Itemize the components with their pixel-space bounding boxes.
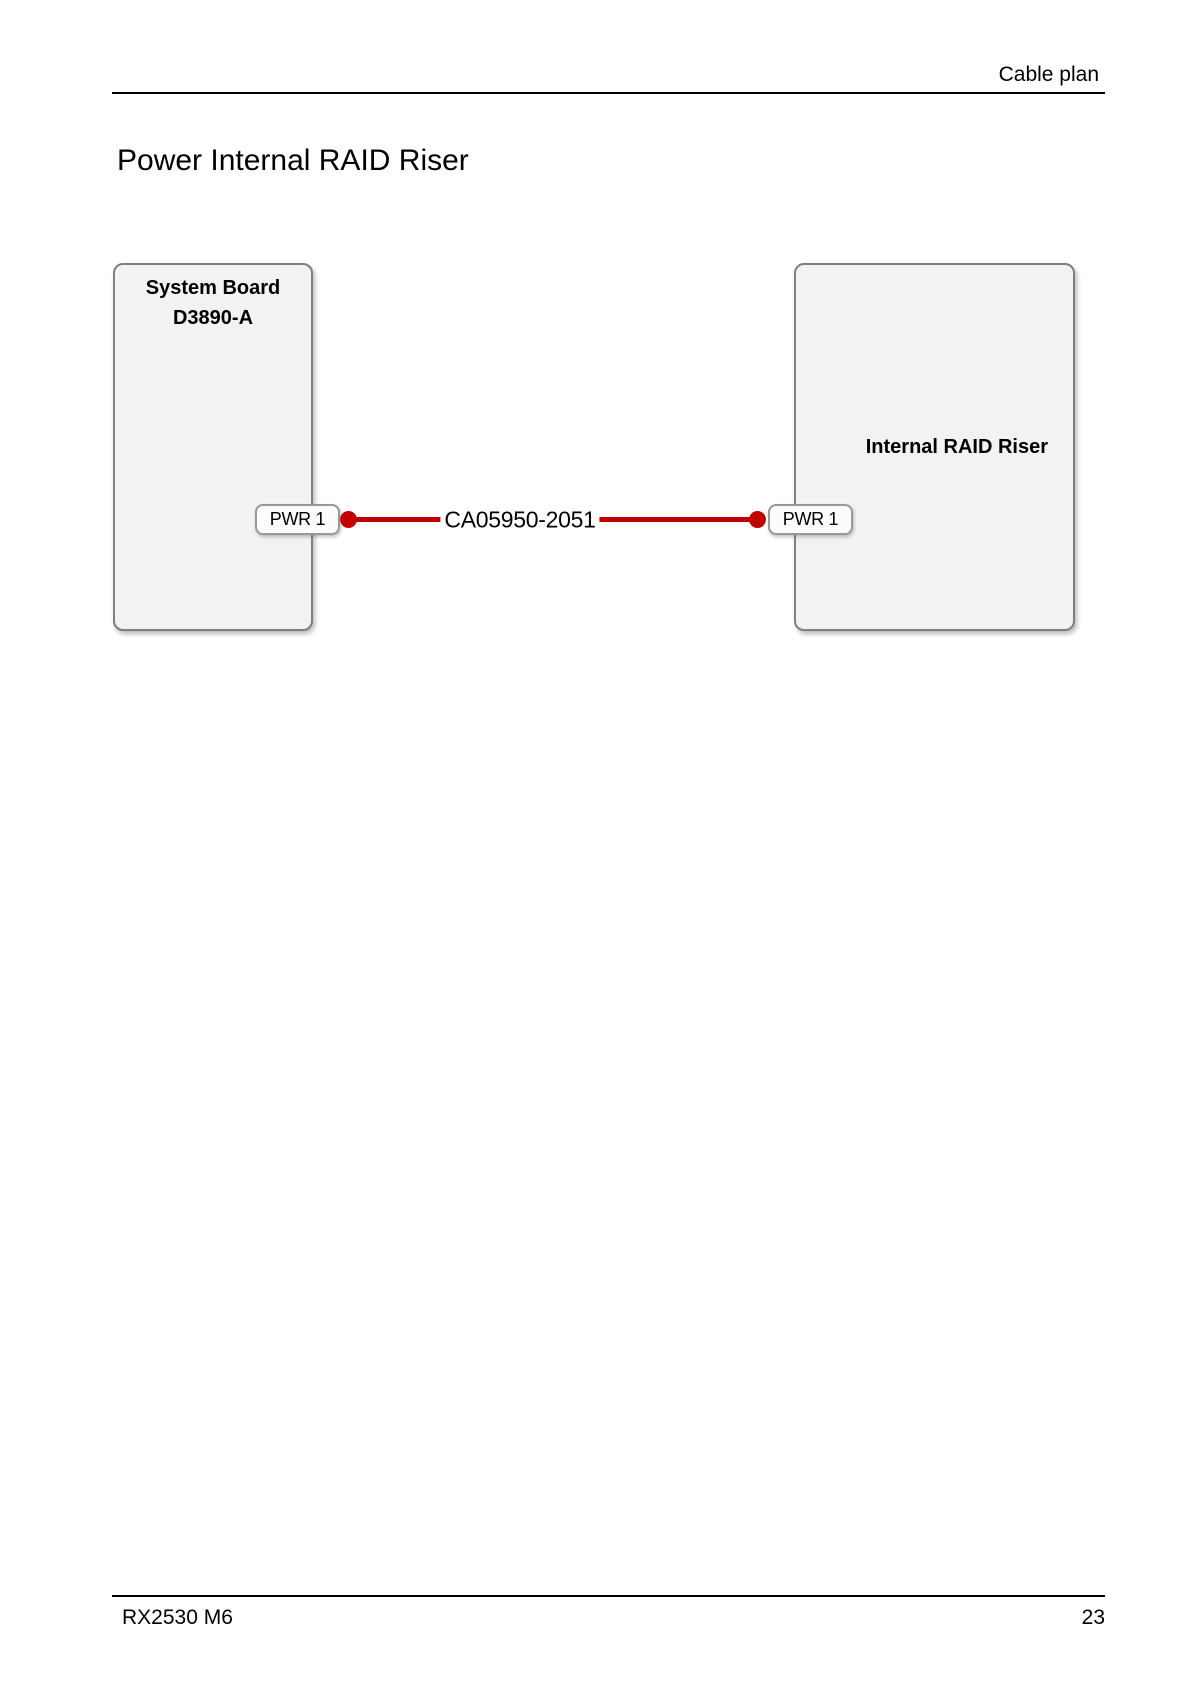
node-system-board: System Board D3890-A — [113, 263, 313, 631]
cable-endpoint-dot-right — [749, 511, 766, 528]
port-pwr1-internal-raid-riser: PWR 1 — [768, 504, 853, 535]
header-rule — [112, 92, 1105, 94]
node-system-board-title-line1: System Board — [145, 277, 281, 299]
footer-model-label: RX2530 M6 — [122, 1606, 233, 1629]
node-system-board-title: System Board D3890-A — [115, 265, 311, 333]
node-internal-raid-riser-title: Internal RAID Riser — [865, 436, 1048, 458]
header-section-label: Cable plan — [998, 63, 1099, 86]
page-title: Power Internal RAID Riser — [117, 144, 469, 177]
node-system-board-title-line2: D3890-A — [172, 307, 254, 329]
port-pwr1-system-board: PWR 1 — [255, 504, 340, 535]
cable-part-number-label: CA05950-2051 — [440, 506, 600, 534]
footer-rule — [112, 1595, 1105, 1597]
footer-page-number: 23 — [1081, 1606, 1105, 1629]
cable-endpoint-dot-left — [340, 511, 357, 528]
node-internal-raid-riser: Internal RAID Riser — [794, 263, 1075, 631]
